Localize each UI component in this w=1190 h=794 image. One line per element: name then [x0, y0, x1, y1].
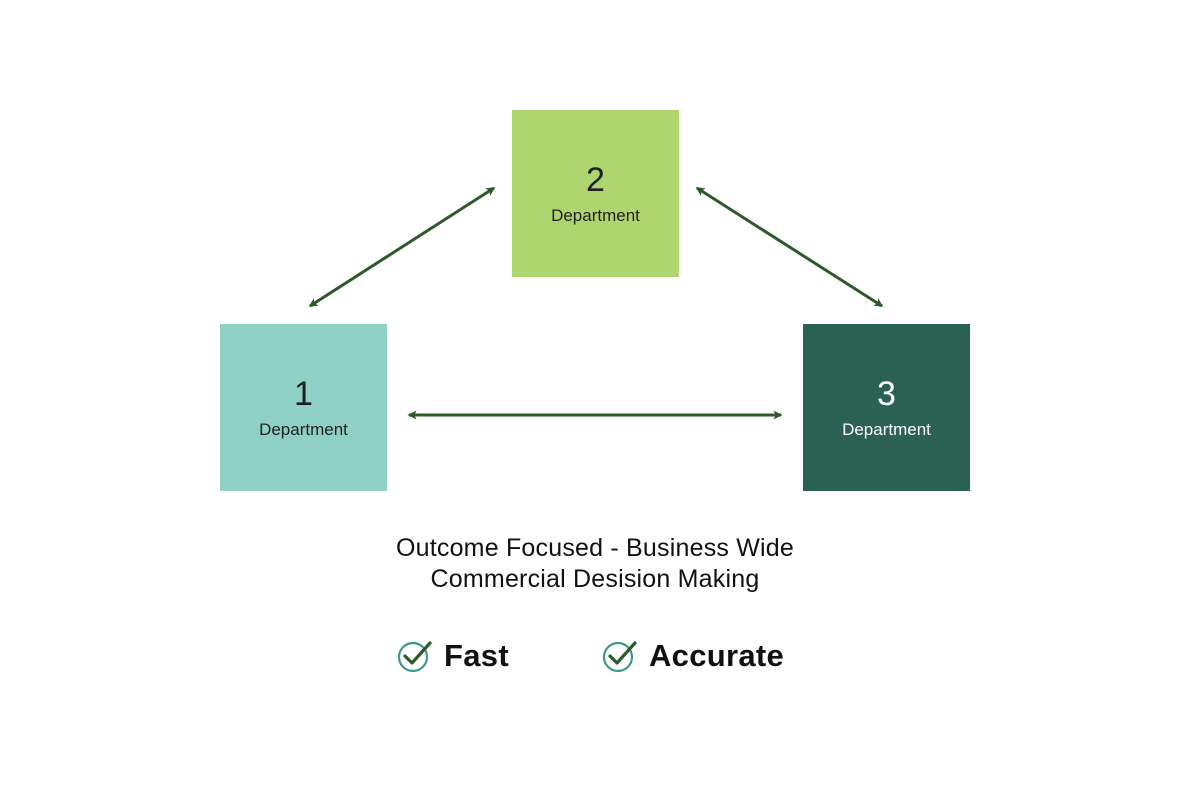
department-label: Department: [259, 419, 348, 439]
badge-label: Fast: [444, 638, 509, 673]
department-label: Department: [842, 419, 931, 439]
department-box-3: 3 Department: [803, 324, 970, 491]
arrow-2-to-3: [695, 186, 884, 308]
department-number: 1: [294, 374, 313, 413]
department-number: 3: [877, 374, 896, 413]
badge-fast: Fast: [396, 636, 509, 676]
badge-label: Accurate: [649, 638, 785, 673]
caption-line-2: Commercial Desision Making: [430, 565, 760, 593]
badge-accurate: Accurate: [601, 636, 784, 676]
caption-line-1: Outcome Focused - Business Wide: [395, 534, 795, 562]
department-box-1: 1 Department: [220, 324, 387, 491]
check-circle-icon: [397, 641, 432, 673]
arrow-1-to-2: [308, 186, 496, 308]
department-box-2: 2 Department: [512, 110, 679, 277]
department-number: 2: [586, 160, 605, 199]
department-label: Department: [551, 205, 640, 225]
check-circle-icon: [602, 641, 637, 673]
